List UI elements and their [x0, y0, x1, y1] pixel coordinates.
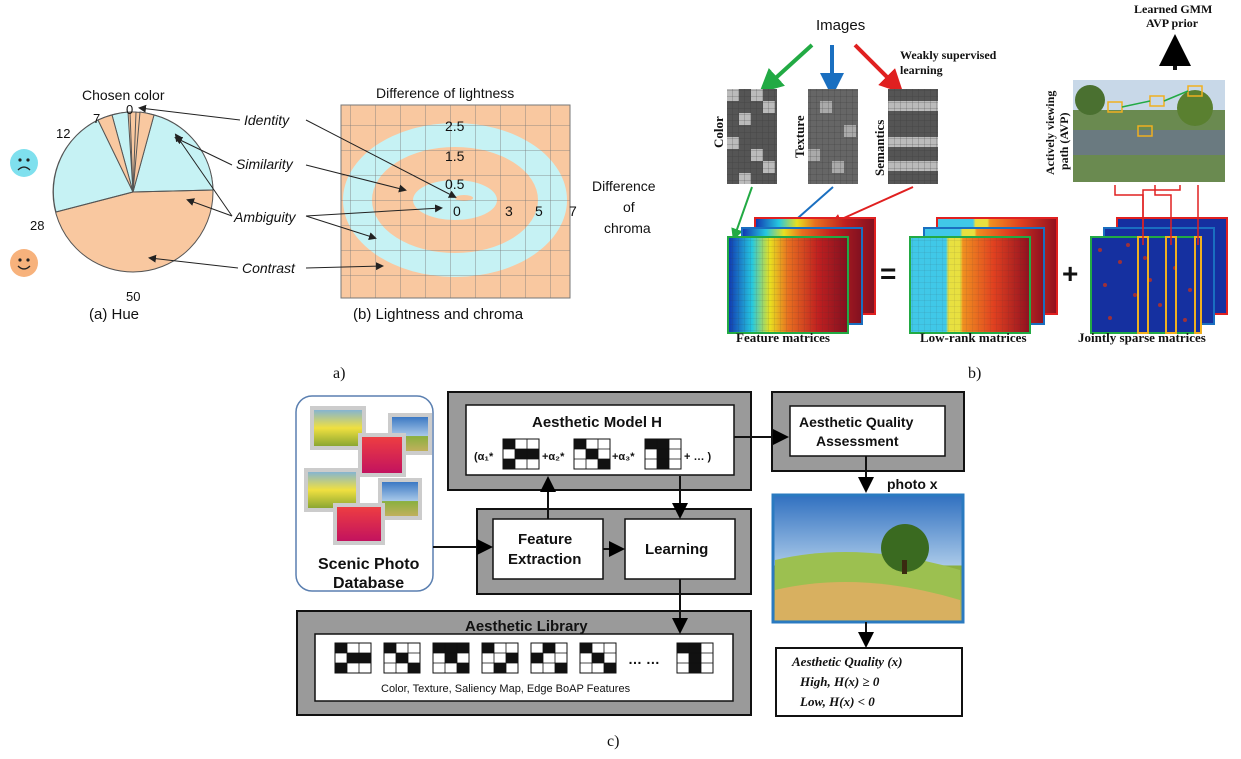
arrow-color [759, 43, 814, 94]
chroma-3: 3 [505, 203, 513, 219]
quality-line-2: Assessment [816, 433, 899, 449]
panel-b: Images Weakly supervised learning [711, 2, 1228, 382]
hue-tick-0: 0 [126, 102, 133, 117]
low-rank-label: Low-rank matrices [920, 330, 1027, 345]
library-patterns [334, 642, 714, 674]
panel-b-label: b) [968, 365, 981, 382]
pie-cyan-left [52, 119, 134, 213]
plus-sign: + [1062, 258, 1078, 289]
formula-a3: +α₃* [612, 451, 635, 463]
low-rank-stack [909, 217, 1058, 334]
aesthetic-library-block [296, 610, 752, 716]
hue-pie [52, 111, 214, 273]
library-features: Color, Texture, Saliency Map, Edge BoAP … [381, 683, 631, 695]
library-title: Aesthetic Library [465, 618, 588, 635]
db-line-2: Database [333, 575, 404, 592]
contrast-label: Contrast [242, 260, 296, 276]
formula-a1: (α₁* [474, 451, 494, 463]
aesthetic-model-title: Aesthetic Model H [532, 414, 662, 431]
photo-database [295, 395, 434, 592]
lightness-1-5: 1.5 [445, 148, 465, 164]
formula-end: + … ) [684, 451, 712, 463]
result-line-2: High, H(x) ≥ 0 [799, 674, 880, 689]
avp-photo [1073, 80, 1225, 182]
gmm-line-1: Learned GMM [1134, 2, 1212, 16]
library-ellipsis: … … [628, 651, 660, 667]
feature-matrices-label: Feature matrices [736, 330, 830, 345]
pointer-lines [138, 104, 457, 271]
chroma-7: 7 [569, 203, 577, 219]
chroma-title-3: chroma [604, 220, 651, 236]
images-label: Images [816, 17, 865, 34]
gmm-line-2: AVP prior [1146, 16, 1199, 30]
lightness-0-5: 0.5 [445, 176, 465, 192]
quality-line-1: Aesthetic Quality [799, 414, 914, 430]
chroma-title-1: Difference [592, 178, 656, 194]
identity-label: Identity [244, 112, 290, 128]
hue-caption: (a) Hue [89, 306, 139, 323]
quality-assessment-block [771, 391, 965, 472]
pie-slice-0 [129, 111, 137, 193]
formula-a2: +α₂* [542, 451, 565, 463]
weakly-line-2: learning [900, 63, 943, 77]
arrow-color-down [731, 186, 753, 241]
hue-tick-7: 7 [93, 111, 100, 126]
semantics-label: Semantics [872, 120, 887, 176]
learning-block [476, 508, 752, 595]
arrow-semantics-down [829, 186, 914, 226]
result-block [775, 647, 963, 717]
texture-label: Texture [792, 115, 807, 158]
lightness-title: Difference of lightness [376, 85, 514, 101]
panel-a-label: a) [333, 365, 345, 382]
avp-line-1: Actively viewing [1043, 91, 1057, 175]
ambiguity-label: Ambiguity [233, 209, 296, 225]
feature-line-2: Extraction [508, 551, 581, 568]
jointly-sparse-label: Jointly sparse matrices [1078, 330, 1206, 345]
pie-slice-12 [97, 114, 134, 193]
feature-line-1: Feature [518, 531, 572, 548]
chosen-color-label: Chosen color [82, 87, 165, 103]
happy-face-icon [10, 249, 38, 277]
arrow-semantics [853, 43, 904, 94]
result-line-1: Aesthetic Quality (x) [791, 654, 903, 669]
pie-cyan-right [132, 114, 214, 193]
chroma-title-2: of [623, 199, 635, 215]
lc-caption: (b) Lightness and chroma [353, 306, 524, 323]
jointly-sparse-stack [1090, 217, 1228, 334]
chroma-5: 5 [535, 203, 543, 219]
weakly-line-1: Weakly supervised [900, 48, 997, 62]
avp-red-arrows [1114, 185, 1199, 245]
equals-sign: = [880, 258, 896, 289]
photo-x-label: photo x [887, 476, 938, 492]
semantics-matrix [888, 89, 938, 184]
chroma-0: 0 [453, 203, 461, 219]
panel-a: Chosen color 0 7 12 28 50 (a) Hue Differ… [10, 85, 656, 382]
avp-line-2: path (AVP) [1057, 113, 1071, 170]
hue-tick-12: 12 [56, 126, 70, 141]
lightness-2-5: 2.5 [445, 118, 465, 134]
flow-arrows [433, 429, 874, 648]
color-label: Color [711, 116, 726, 148]
hue-tick-50: 50 [126, 289, 140, 304]
db-line-1: Scenic Photo [318, 556, 420, 573]
color-matrix [727, 89, 777, 184]
learning-label: Learning [645, 541, 708, 558]
model-patterns [502, 438, 682, 470]
panel-c: Scenic Photo Database Aesthetic Model H … [295, 391, 965, 750]
feature-matrices-stack [727, 217, 876, 334]
sad-face-icon [10, 149, 38, 177]
panel-c-label: c) [607, 733, 619, 750]
result-line-3: Low, H(x) < 0 [799, 694, 875, 709]
similarity-label: Similarity [236, 156, 294, 172]
texture-matrix [808, 89, 858, 184]
sample-photo [771, 493, 965, 624]
hue-tick-28: 28 [30, 218, 44, 233]
